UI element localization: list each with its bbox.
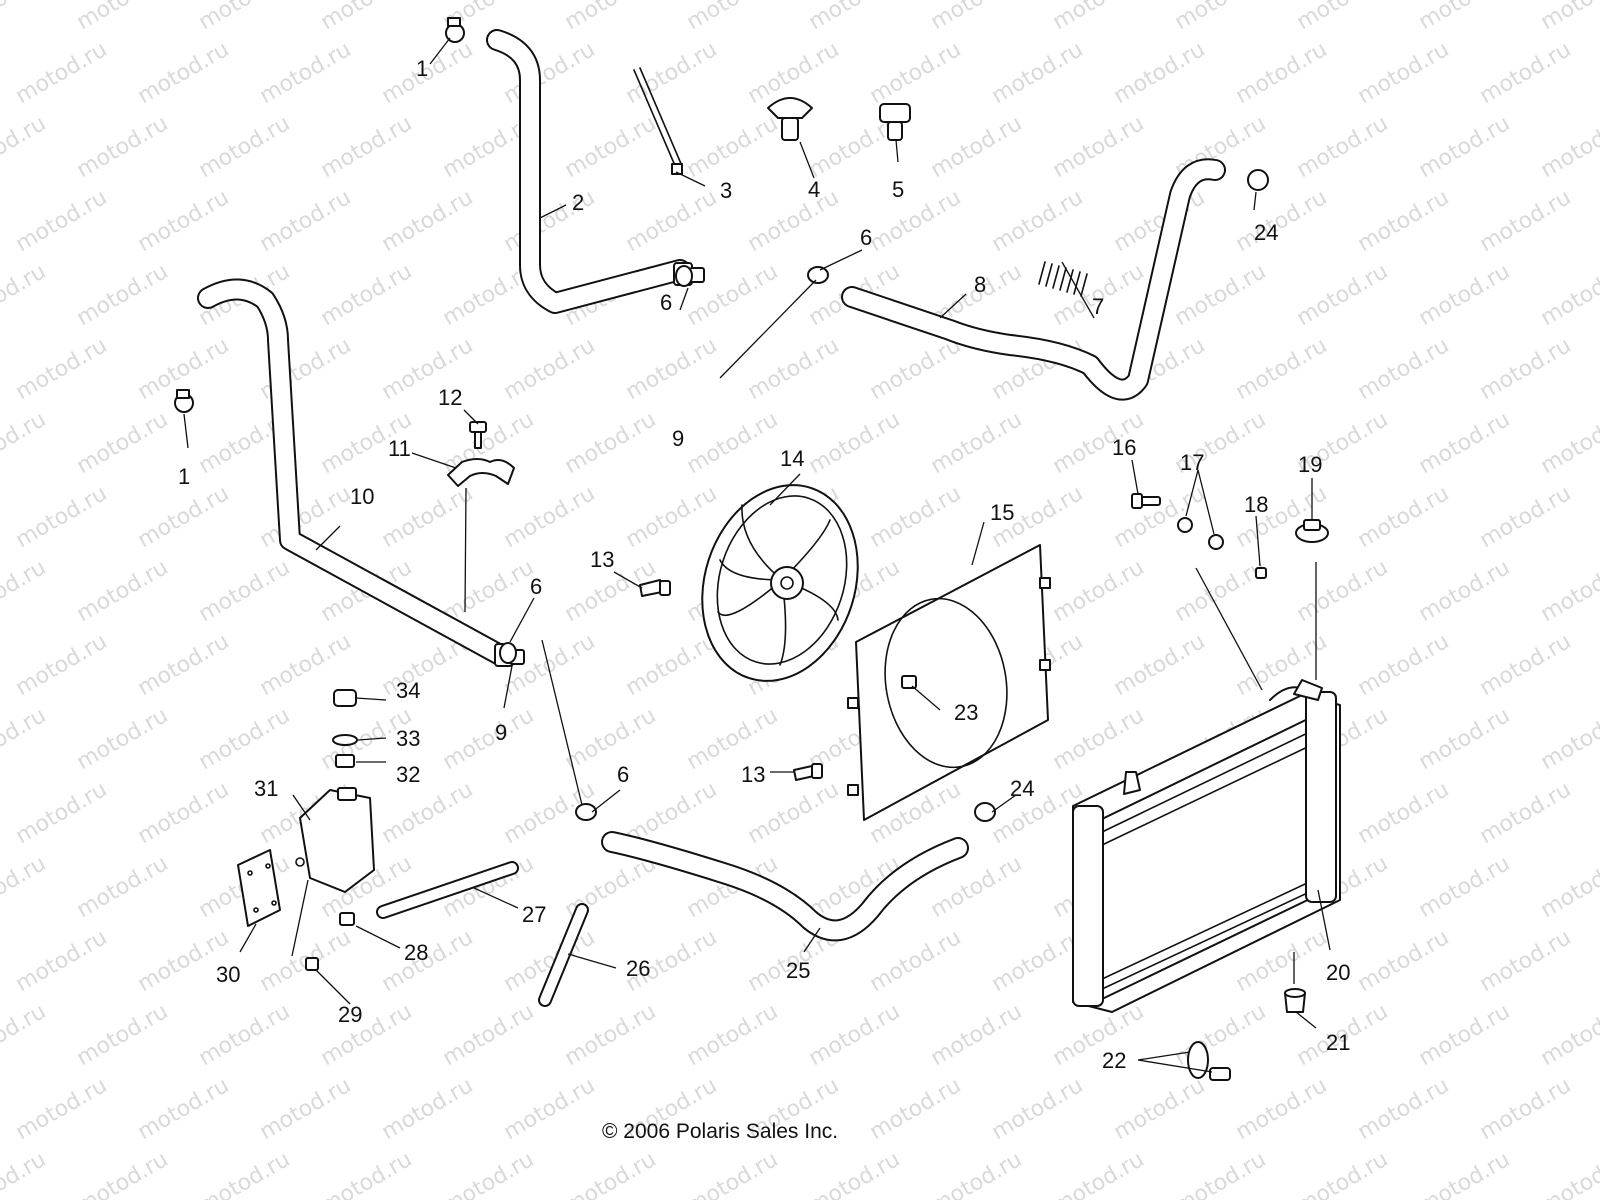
- clamp-24-bottom: [974, 802, 996, 822]
- clamp-1-left: [174, 389, 194, 413]
- callout-28: 28: [404, 940, 428, 965]
- callout-31: 31: [254, 776, 278, 801]
- callout-2: 2: [572, 190, 584, 215]
- callout-30: 30: [216, 962, 240, 987]
- callout-13-lower: 13: [741, 762, 765, 787]
- clamp-1-top: [445, 17, 465, 43]
- callout-33: 33: [396, 726, 420, 751]
- tube-26: [538, 903, 589, 1007]
- hose-25: [601, 831, 969, 942]
- callout-22: 22: [1102, 1048, 1126, 1073]
- callout-11: 11: [388, 436, 411, 461]
- callout-24-top: 24: [1254, 220, 1278, 245]
- fitting-28: [339, 912, 355, 926]
- callout-1-top: 1: [416, 56, 428, 81]
- callout-19: 19: [1298, 452, 1322, 477]
- radiator-cap-19: [1295, 519, 1329, 543]
- callout-21: 21: [1326, 1030, 1350, 1055]
- hose-clip-5: [879, 103, 911, 141]
- grommet-17-b: [1208, 534, 1224, 550]
- hose-8: [841, 158, 1226, 401]
- callout-9-b: 9: [495, 720, 507, 745]
- callout-14: 14: [780, 446, 804, 471]
- callout-4: 4: [808, 177, 820, 202]
- nut-29: [305, 957, 319, 971]
- fan-shroud-15: [847, 544, 1051, 821]
- seal-33: [332, 734, 358, 746]
- callout-13-upper: 13: [590, 547, 614, 572]
- callout-7: 7: [1092, 294, 1104, 319]
- callout-16: 16: [1112, 435, 1136, 460]
- washer-17-a: [1177, 517, 1193, 533]
- clamp-6-d: [575, 803, 597, 821]
- bolt-16: [1131, 493, 1161, 509]
- adapter-32: [335, 754, 355, 768]
- callout-32: 32: [396, 762, 420, 787]
- callout-18: 18: [1244, 492, 1268, 517]
- hose-7-corrugated: [1038, 261, 1088, 297]
- clamp-6-a: [807, 266, 829, 284]
- cap-34: [333, 689, 357, 707]
- callout-6-c: 6: [530, 574, 542, 599]
- nut-18: [1255, 567, 1267, 579]
- bolt-13-upper: [639, 579, 671, 597]
- callout-34: 34: [396, 678, 420, 703]
- bolt-13-lower: [793, 763, 823, 781]
- callout-17: 17: [1180, 450, 1204, 475]
- mount-pad-30: [237, 849, 281, 927]
- callout-5: 5: [892, 177, 904, 202]
- callout-3: 3: [720, 178, 732, 203]
- callout-6-d: 6: [617, 762, 629, 787]
- drain-22: [1187, 1041, 1231, 1081]
- copyright-notice: © 2006 Polaris Sales Inc.: [602, 1120, 838, 1143]
- callout-27: 27: [522, 902, 546, 927]
- callout-29: 29: [338, 1002, 362, 1027]
- callout-26: 26: [626, 956, 650, 981]
- bolt-12: [469, 421, 487, 449]
- coolant-reservoir-31: [295, 787, 375, 893]
- callout-24-bottom: 24: [1010, 776, 1034, 801]
- hose-10: [197, 278, 525, 667]
- callout-25: 25: [786, 958, 810, 983]
- callout-1-left: 1: [178, 464, 190, 489]
- callout-6-b: 6: [660, 290, 672, 315]
- cooling-fan-14: [701, 484, 859, 682]
- callout-15: 15: [990, 500, 1014, 525]
- callout-12: 12: [438, 385, 462, 410]
- callout-6-a: 6: [860, 225, 872, 250]
- callout-labels: 1 2 3 4 5 6 6 6 6 7 8 9 9 1 10 11 12 13 …: [178, 56, 1350, 1073]
- callout-23: 23: [954, 700, 978, 725]
- clip-nut-23: [901, 675, 917, 689]
- callout-20: 20: [1326, 960, 1350, 985]
- leader-lines: [183, 37, 1331, 1073]
- clamp-6-b: [675, 265, 693, 287]
- tube-27: [376, 861, 519, 919]
- clamp-6-c: [499, 642, 517, 664]
- bracket-11: [447, 458, 515, 487]
- mount-21: [1284, 988, 1306, 1013]
- push-clip-4: [767, 97, 813, 141]
- clamp-24-top: [1247, 169, 1269, 191]
- radiator-20: [1072, 679, 1341, 1013]
- callout-8: 8: [974, 272, 986, 297]
- callout-9-a: 9: [672, 426, 684, 451]
- callout-10: 10: [350, 484, 374, 509]
- tie-strap-3: [633, 67, 683, 175]
